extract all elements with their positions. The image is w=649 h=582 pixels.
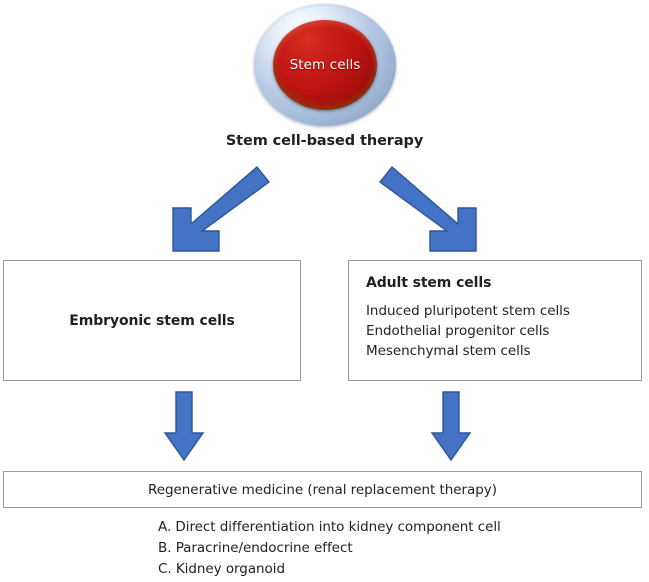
box-regenerative-medicine: Regenerative medicine (renal replacement…: [3, 471, 642, 508]
box-adult-title: Adult stem cells: [366, 275, 492, 291]
outcome-list: A. Direct differentiation into kidney co…: [158, 517, 501, 580]
box-regenerative-medicine-title: Regenerative medicine (renal replacement…: [148, 481, 497, 498]
list-item: Induced pluripotent stem cells: [366, 303, 570, 319]
stem-cell-graphic: Stem cells: [254, 4, 396, 126]
list-item: Mesenchymal stem cells: [366, 343, 531, 359]
list-item: Endothelial progenitor cells: [366, 323, 550, 339]
list-item: C. Kidney organoid: [158, 561, 285, 577]
list-item: B. Paracrine/endocrine effect: [158, 540, 353, 556]
box-embryonic-title: Embryonic stem cells: [69, 312, 235, 329]
box-adult-stem-cells: Adult stem cells Induced pluripotent ste…: [348, 260, 642, 381]
arrow-down-right-icon: [375, 164, 479, 254]
diagram-title: Stem cell-based therapy: [225, 133, 424, 149]
stem-cell-label: Stem cells: [289, 57, 361, 73]
box-embryonic-stem-cells: Embryonic stem cells: [3, 260, 301, 381]
arrow-down-right-branch-icon: [430, 390, 472, 462]
adult-stem-cell-list: Induced pluripotent stem cells Endotheli…: [366, 301, 641, 361]
stem-cell-nucleus: Stem cells: [273, 20, 377, 110]
arrow-down-left-icon: [170, 164, 274, 254]
list-item: A. Direct differentiation into kidney co…: [158, 519, 501, 535]
arrow-down-left-branch-icon: [163, 390, 205, 462]
